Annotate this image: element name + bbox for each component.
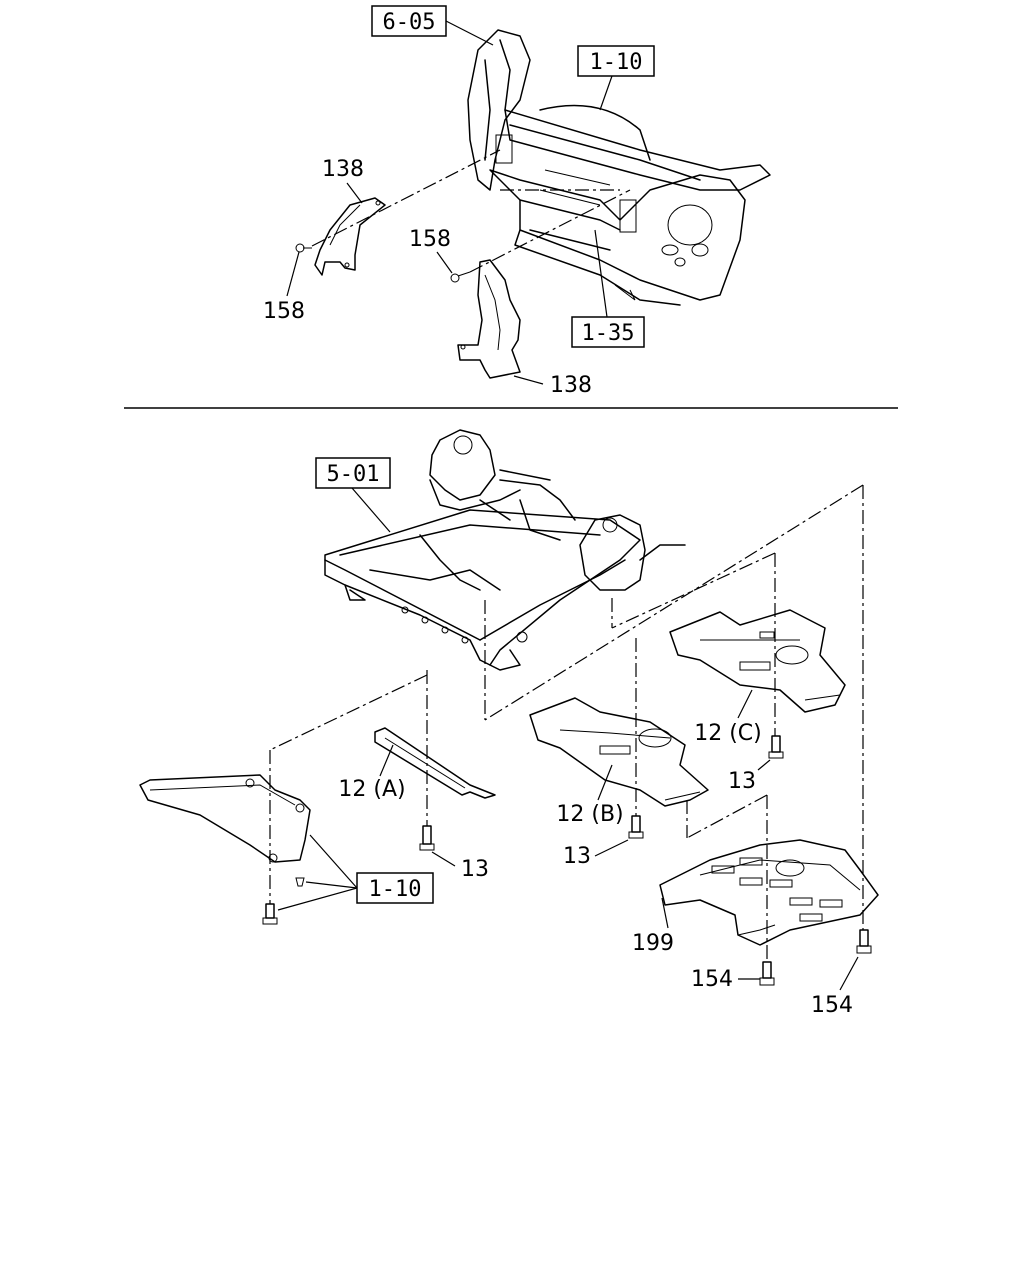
- svg-text:12 (C): 12 (C): [694, 721, 762, 746]
- callout-13-right: 13: [728, 759, 771, 794]
- bolt-154-left: [759, 961, 775, 986]
- callout-13-left: 13: [431, 851, 489, 882]
- svg-text:12 (B): 12 (B): [556, 802, 623, 827]
- callout-158-mid: 158: [409, 227, 453, 274]
- callout-158-left: 158: [263, 251, 305, 324]
- callout-13-mid: 13: [563, 839, 629, 869]
- air-deflector-right: [457, 259, 521, 379]
- svg-text:138: 138: [322, 157, 364, 182]
- svg-text:5-01: 5-01: [327, 462, 380, 487]
- svg-text:12 (A): 12 (A): [338, 777, 405, 802]
- bolt-154-right: [856, 929, 872, 954]
- svg-text:13: 13: [461, 857, 489, 882]
- radiator-core-support: [467, 29, 771, 306]
- svg-text:1-35: 1-35: [582, 321, 635, 346]
- skid-plate-12c: [669, 609, 846, 713]
- svg-text:6-05: 6-05: [383, 10, 436, 35]
- svg-text:1-10: 1-10: [590, 50, 643, 75]
- bolt-left-shield: [262, 903, 278, 925]
- splash-strip-12a: [374, 727, 496, 799]
- clip-158-mid: [450, 271, 471, 283]
- ref-box-6-05: 6-05: [371, 5, 494, 46]
- splash-shield-left: [139, 774, 311, 863]
- air-deflector-left: [314, 197, 386, 276]
- svg-text:154: 154: [691, 967, 733, 992]
- bolt-13-mid: [628, 815, 644, 839]
- front-crossmember: [324, 429, 686, 671]
- svg-text:199: 199: [632, 931, 674, 956]
- ref-box-1-10-top: 1-10: [577, 45, 655, 111]
- ref-box-1-35: 1-35: [571, 229, 645, 348]
- svg-text:158: 158: [263, 299, 305, 324]
- clip-158-left: [295, 243, 312, 253]
- svg-text:138: 138: [550, 373, 592, 398]
- callout-154-left: 154: [691, 967, 760, 992]
- svg-text:13: 13: [563, 844, 591, 869]
- svg-text:1-10: 1-10: [369, 877, 422, 902]
- callout-12c: 12 (C): [694, 689, 762, 746]
- ref-box-1-10-bottom: 1-10: [277, 834, 434, 911]
- callout-154-right: 154: [811, 956, 859, 1018]
- bolt-13-right: [768, 735, 784, 759]
- callout-12b: 12 (B): [556, 764, 624, 827]
- svg-text:154: 154: [811, 993, 853, 1018]
- callout-199: 199: [632, 897, 674, 956]
- svg-text:158: 158: [409, 227, 451, 252]
- skid-plate-12b: [529, 697, 709, 807]
- callout-138-left: 138: [322, 157, 364, 204]
- callout-12a: 12 (A): [338, 744, 406, 802]
- clip-left-shield: [295, 877, 305, 887]
- svg-text:13: 13: [728, 769, 756, 794]
- ref-box-5-01: 5-01: [315, 457, 391, 533]
- bolt-13-left: [419, 825, 435, 851]
- skid-plate-199: [659, 839, 879, 946]
- callout-138-bottom: 138: [513, 373, 592, 398]
